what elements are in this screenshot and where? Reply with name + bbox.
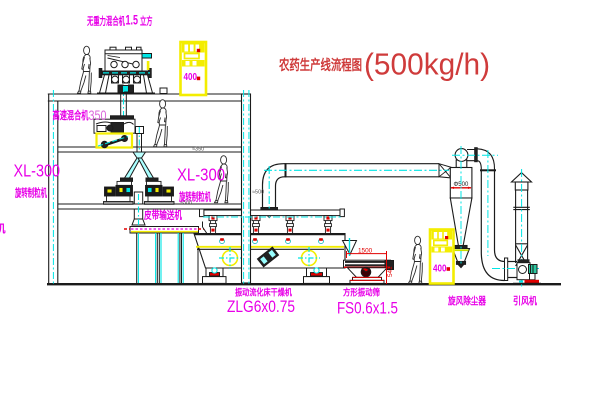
- svg-text:≈350: ≈350: [192, 147, 204, 153]
- svg-text:旋转制粒机: 旋转制粒机: [178, 190, 211, 204]
- svg-text:旋风除尘器: 旋风除尘器: [447, 295, 487, 308]
- svg-text:1500: 1500: [358, 247, 373, 254]
- svg-text:立方: 立方: [140, 15, 153, 28]
- svg-text:1.5: 1.5: [126, 13, 139, 28]
- svg-text:农药生产线流程图: 农药生产线流程图: [278, 57, 362, 73]
- svg-text:XL-300: XL-300: [177, 165, 225, 185]
- svg-text:XL-300: XL-300: [14, 161, 61, 181]
- svg-text:541: 541: [387, 266, 394, 277]
- svg-text:400: 400: [184, 72, 198, 83]
- svg-text:Φ500: Φ500: [454, 182, 469, 188]
- svg-text:ZLG6x0.75: ZLG6x0.75: [227, 298, 295, 316]
- svg-text:高速混合机: 高速混合机: [53, 108, 89, 122]
- svg-text:无重力混合机: 无重力混合机: [86, 15, 125, 28]
- svg-text:350: 350: [89, 107, 107, 123]
- svg-text:≈500: ≈500: [180, 200, 192, 206]
- svg-text:FS0.6x1.5: FS0.6x1.5: [337, 300, 398, 318]
- svg-text:振动流化床干燥机: 振动流化床干燥机: [235, 287, 292, 298]
- svg-text:皮带输送机: 皮带输送机: [143, 209, 182, 222]
- svg-text:400: 400: [433, 264, 447, 275]
- svg-text:(500kg/h): (500kg/h): [364, 47, 490, 82]
- svg-text:机: 机: [0, 222, 6, 235]
- svg-text:引风机: 引风机: [513, 295, 537, 308]
- svg-text:方形振动筛: 方形振动筛: [343, 287, 380, 298]
- svg-text:旋转制粒机: 旋转制粒机: [14, 186, 47, 200]
- svg-text:≈500: ≈500: [252, 190, 264, 196]
